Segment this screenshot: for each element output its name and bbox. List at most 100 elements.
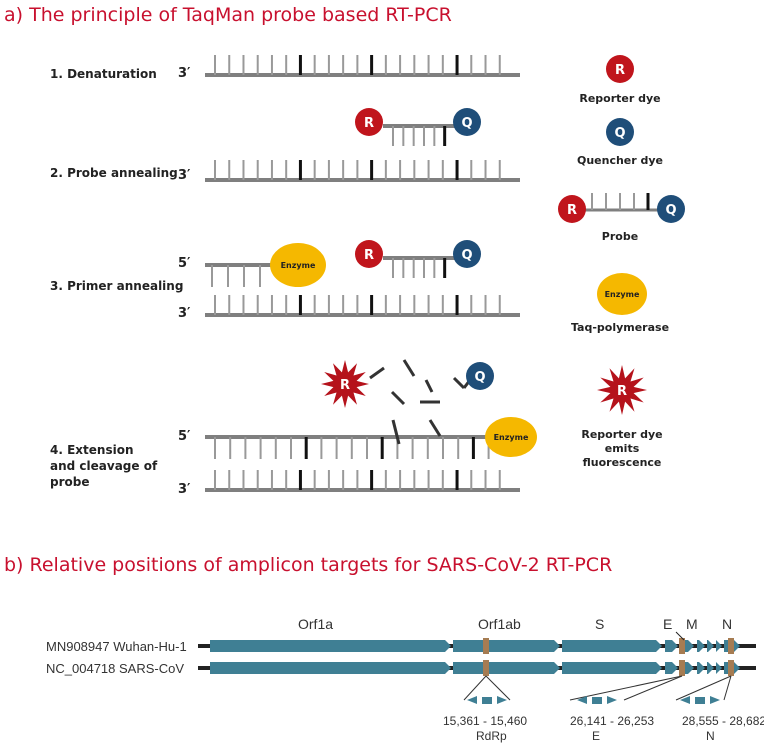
step2-probe-reporter-dye — [355, 108, 383, 136]
legend-emits-label: Reporter dye emits fluorescence — [581, 428, 663, 469]
step2-probe-quencher-dye-letter: Q — [461, 116, 472, 131]
legend-probe-quencher — [657, 195, 685, 223]
amplicon-probe-block — [592, 697, 602, 704]
target-gene-n: N — [706, 729, 715, 743]
strand-end-3-step1: 3′ — [178, 66, 191, 81]
target-range-rdrp: 15,361 - 15,460 — [443, 714, 528, 728]
wuhan-genome-amplicon-marker — [483, 638, 489, 654]
step4-free-reporter-burst — [321, 360, 369, 408]
amplicon-probe-block — [695, 697, 705, 704]
legend-burst-letter: R — [617, 384, 627, 399]
sars-genome-amplicon-marker — [679, 660, 685, 676]
step2-probe-quencher-dye — [453, 108, 481, 136]
amplicon-connector — [723, 675, 732, 701]
panel-a-title: a) The principle of TaqMan probe based R… — [4, 4, 452, 26]
gene-label-s: S — [595, 616, 605, 632]
step3-probe-quencher-dye — [453, 240, 481, 268]
legend-reporter-label: Reporter dye — [579, 92, 661, 105]
legend-probe-label: Probe — [601, 230, 639, 243]
gene-label-orf1a: Orf1a — [298, 616, 334, 632]
sars-genome-gene-segment — [716, 662, 722, 674]
amplicon-connector — [463, 675, 487, 701]
legend-enzyme — [597, 273, 647, 315]
legend-probe-reporter — [558, 195, 586, 223]
cleaved-probe-fragment — [428, 419, 442, 437]
strand-end-5-step4: 5′ — [178, 429, 191, 444]
cleaved-probe-fragment — [390, 390, 406, 406]
amplicon-primer-arrow — [710, 696, 720, 704]
step3-probe-reporter-dye — [355, 240, 383, 268]
gene-label-e: E — [663, 616, 673, 632]
cleaved-probe-fragment — [369, 366, 385, 380]
target-range-e: 26,141 - 26,253 — [570, 714, 655, 728]
wuhan-genome-amplicon-marker — [728, 638, 734, 654]
wuhan-genome-gene-segment — [562, 640, 662, 652]
cleaved-probe-fragment — [452, 376, 466, 390]
amplicon-probe-block — [482, 697, 492, 704]
genome-label-sars: NC_004718 SARS-CoV — [46, 661, 185, 676]
legend-quencher-dye-letter: Q — [614, 126, 625, 141]
panel-b-title: b) Relative positions of amplicon target… — [4, 554, 613, 576]
legend-enzyme-label: Enzyme — [605, 290, 640, 299]
target-range-n: 28,555 - 28,682 — [682, 714, 764, 728]
step-primer-annealing-label: 3. Primer annealing — [50, 279, 184, 293]
strand-end-3-step4: 3′ — [178, 482, 191, 497]
step-denaturation-label: 1. Denaturation — [50, 67, 157, 81]
step3-enzyme — [270, 243, 326, 287]
step4-free-reporter-burst-letter: R — [340, 378, 350, 393]
sars-genome-gene-segment — [562, 662, 662, 674]
legend-quencher-label: Quencher dye — [576, 154, 664, 167]
legend-probe-quencher-letter: Q — [665, 203, 676, 218]
gene-label-n: N — [722, 616, 733, 632]
step3-probe-reporter-dye-letter: R — [364, 248, 374, 263]
strand-end-3-step3: 3′ — [178, 306, 191, 321]
step-extension-label: 4. Extension and cleavage of probe — [50, 443, 158, 489]
step3-probe-quencher-dye-letter: Q — [461, 248, 472, 263]
cleaved-probe-fragment — [391, 419, 401, 445]
amplicon-connector — [675, 675, 732, 701]
sars-genome-amplicon-marker — [483, 660, 489, 676]
wuhan-genome-amplicon-marker — [679, 638, 685, 654]
gene-label-orf1ab: Orf1ab — [478, 616, 521, 632]
gene-label-m: M — [686, 616, 698, 632]
gene-e-tick — [675, 631, 685, 641]
step4-enzyme — [485, 417, 537, 457]
step-probe-annealing-label: 2. Probe annealing — [50, 166, 178, 180]
step4-enzyme-label: Enzyme — [494, 433, 529, 442]
cleaved-probe-fragment — [424, 379, 434, 393]
legend-polymerase-label: Taq-polymerase — [570, 321, 670, 334]
sars-genome-amplicon-marker — [728, 660, 734, 676]
cleaved-probe-fragment — [402, 359, 416, 377]
wuhan-genome-gene-segment — [210, 640, 451, 652]
target-gene-e: E — [592, 729, 601, 743]
genome-label-wuhan: MN908947 Wuhan-Hu-1 — [46, 639, 187, 654]
strand-end-3-step2: 3′ — [178, 168, 191, 183]
sars-genome-gene-segment — [707, 662, 714, 674]
sars-genome-gene-segment — [210, 662, 451, 674]
amplicon-primer-arrow — [467, 696, 477, 704]
legend-reporter-dye-letter: R — [615, 63, 625, 78]
wuhan-genome-gene-segment — [716, 640, 722, 652]
amplicon-primer-arrow — [607, 696, 617, 704]
legend-reporter-dye — [606, 55, 634, 83]
amplicon-primer-arrow — [577, 696, 587, 704]
amplicon-connector — [485, 675, 511, 701]
amplicon-primer-arrow — [680, 696, 690, 704]
legend-quencher-dye — [606, 118, 634, 146]
amplicon-connector — [569, 675, 683, 701]
legend-probe-reporter-letter: R — [567, 203, 577, 218]
strand-end-5-step3: 5′ — [178, 256, 191, 271]
step3-enzyme-label: Enzyme — [281, 261, 316, 270]
amplicon-connector — [623, 675, 683, 701]
wuhan-genome-gene-segment — [697, 640, 705, 652]
wuhan-genome-gene-segment — [707, 640, 714, 652]
step4-free-quencher-dye-letter: Q — [474, 370, 485, 385]
sars-genome-gene-segment — [665, 662, 678, 674]
legend-burst — [597, 365, 647, 415]
target-gene-rdrp: RdRp — [476, 729, 507, 743]
step4-free-quencher-dye — [466, 362, 494, 390]
amplicon-primer-arrow — [497, 696, 507, 704]
step2-probe-reporter-dye-letter: R — [364, 116, 374, 131]
